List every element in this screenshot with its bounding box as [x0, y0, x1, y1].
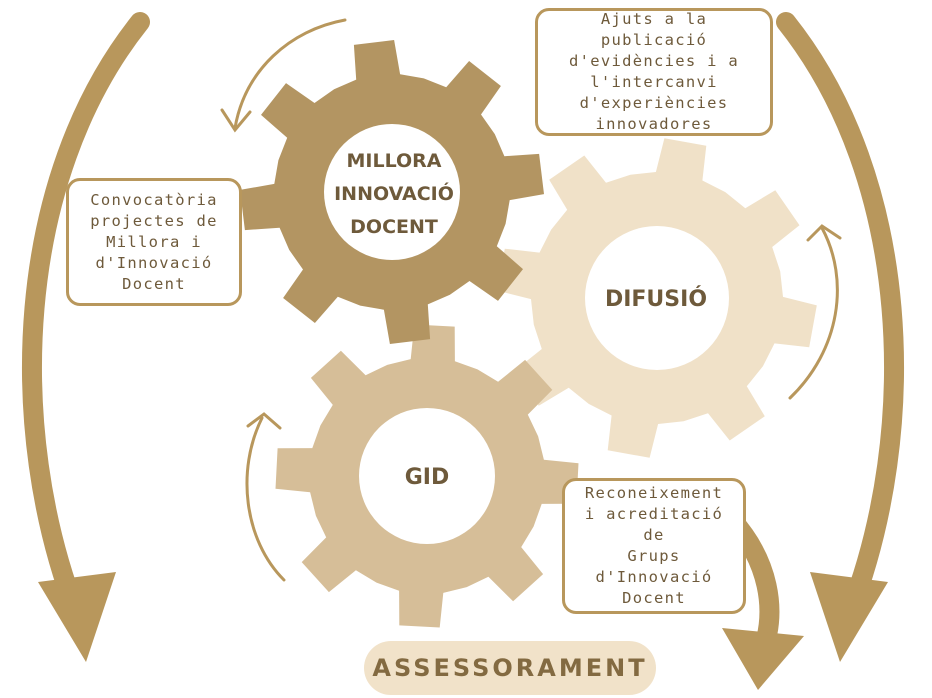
millora-gear-label-line-3: DOCENT — [350, 216, 438, 238]
left-thin-curved-arrow-icon — [245, 412, 286, 582]
difusio-gear-hub — [585, 226, 729, 370]
right-thin-curved-arrow-icon — [788, 224, 842, 400]
projects-call-callout: Convocatòria projectes de Millora i d'In… — [66, 178, 242, 306]
left-large-curved-arrow-icon — [22, 12, 150, 662]
group-recognition-callout: Reconeixement i acreditació de Grups d'I… — [562, 478, 746, 614]
right-large-curved-arrow-icon — [776, 12, 904, 662]
millora-gear-label-line-1: MILLORA — [347, 150, 442, 172]
gid-gear-label: GID — [405, 465, 450, 490]
millora-gear-hub — [324, 124, 460, 260]
millora-gear-label-line-2: INNOVACIÓ — [334, 181, 454, 205]
top-thin-curved-arrow-icon — [220, 18, 347, 133]
gid-gear-hub — [359, 408, 495, 544]
assessorament-pill: ASSESSORAMENT — [364, 641, 656, 695]
difusio-gear-label: DIFUSIÓ — [605, 286, 707, 312]
publication-aid-callout: Ajuts a la publicació d'evidències i a l… — [535, 8, 773, 136]
